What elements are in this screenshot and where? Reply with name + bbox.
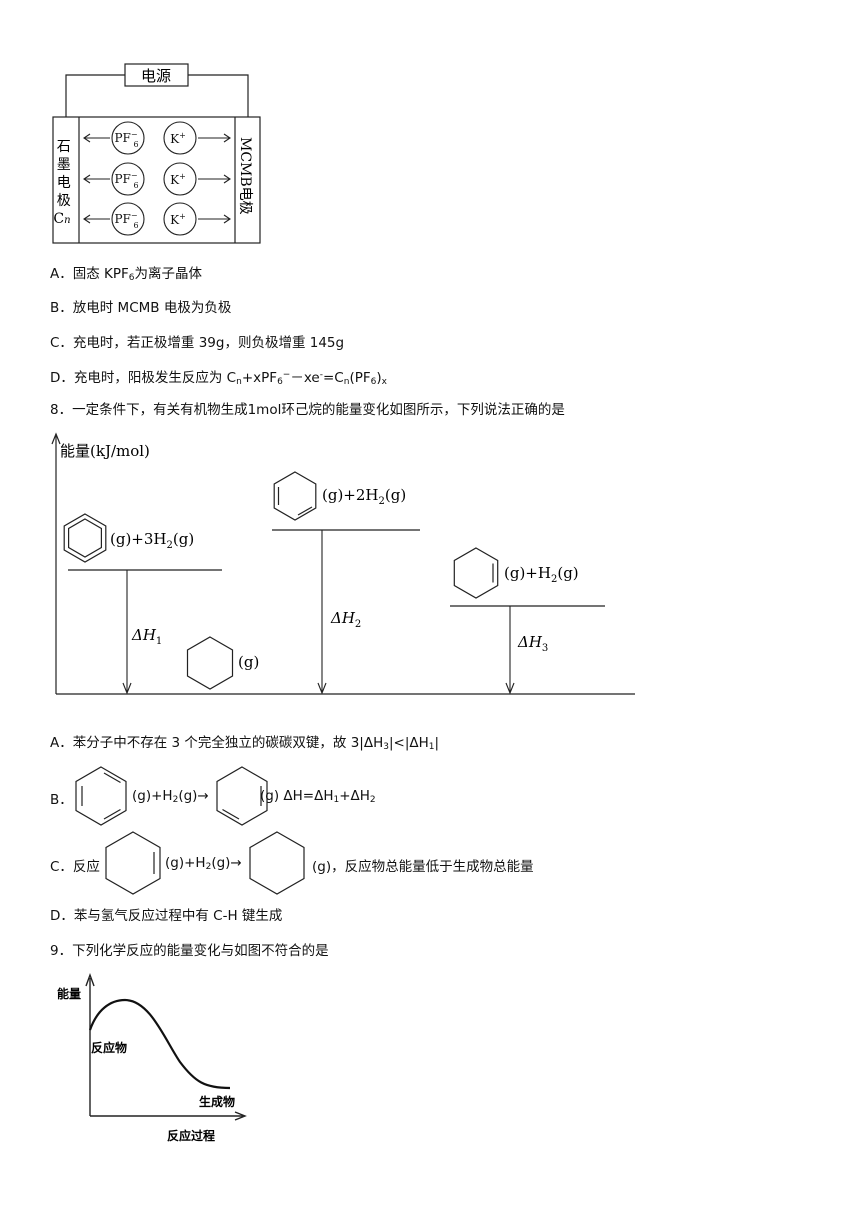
q8-stem: 8．一定条件下，有关有机物生成1mol环己烷的能量变化如图所示，下列说法正确的是 [50, 402, 565, 418]
svg-text:PF−: PF− [114, 171, 137, 186]
battery-diagram: 电源 石 墨 电 极 Cn MCMB电极 PF− 6 K+ PF− 6 K+ [52, 63, 261, 244]
q9-stem: 9．下列化学反应的能量变化与如图不符合的是 [50, 943, 329, 959]
svg-text:(g)+H2(g): (g)+H2(g) [504, 564, 579, 585]
ion-rows [83, 121, 231, 236]
cell-outline [52, 116, 261, 244]
svg-text:PF−: PF− [114, 211, 137, 226]
energy-curve [88, 998, 231, 1090]
svg-text:ΔH2: ΔH2 [330, 609, 361, 630]
q8-option-b-cyclohexadiene [216, 766, 268, 826]
svg-text:ΔH3: ΔH3 [517, 633, 548, 654]
mcmb-label: MCMB电极 [237, 137, 253, 215]
svg-text:能量: 能量 [57, 986, 81, 1001]
benzene-molecule [63, 513, 107, 563]
cyclohexane-molecule [186, 636, 234, 690]
svg-text:(g): (g) [238, 653, 259, 671]
power-source-box [124, 63, 189, 87]
svg-text:PF−: PF− [114, 130, 137, 145]
q8-option-b-tail: (g) ΔH=ΔH1+ΔH2 [260, 788, 376, 805]
svg-text:6: 6 [133, 181, 138, 190]
svg-text:ΔH1: ΔH1 [131, 626, 162, 647]
q7-option-b: B．放电时 MCMB 电极为负极 [50, 300, 232, 316]
energy-level-diagram: 能量(kJ/mol) (g)+3H2(g) ΔH1 (g) (g)+2H2(g)… [51, 432, 635, 695]
svg-text:(g)+3H2(g): (g)+3H2(g) [110, 530, 194, 551]
svg-text:K+: K+ [170, 172, 186, 187]
graphite-label: 石 墨 电 极 Cn [53, 139, 75, 227]
q8-option-c-tail: (g)，反应物总能量低于生成物总能量 [312, 859, 534, 875]
q8-option-b-label: B． [50, 792, 73, 808]
q7-option-d: D．充电时，阳极发生反应为 Cn+xPF6−－xe-=Cn(PF6)x [50, 370, 387, 387]
svg-text:K+: K+ [170, 131, 186, 146]
q8-option-c-label: C．反应 [50, 859, 100, 875]
q7-option-c: C．充电时，若正极增重 39g，则负极增重 145g [50, 335, 345, 351]
cyclohexene-molecule [453, 547, 499, 599]
q8-option-c-mid: (g)+H2(g)→ [165, 855, 242, 872]
svg-text:反应过程: 反应过程 [167, 1128, 215, 1143]
svg-text:(g)+2H2(g): (g)+2H2(g) [322, 486, 406, 507]
svg-text:6: 6 [133, 140, 138, 149]
svg-text:K+: K+ [170, 212, 186, 227]
svg-text:反应物: 反应物 [91, 1040, 127, 1055]
q8-option-c-cyclohexane [249, 831, 305, 895]
power-source-label: 电源 [141, 67, 171, 85]
q8-option-c-cyclohexene [105, 831, 161, 895]
cyclohexadiene-molecule [273, 471, 317, 521]
energy-axis-label: 能量(kJ/mol) [60, 442, 150, 460]
q8-option-b-benzene [75, 766, 127, 826]
q8-option-d: D．苯与氢气反应过程中有 C-H 键生成 [50, 908, 283, 924]
reaction-energy-curve: 能量 反应物 生成物 反应过程 [57, 972, 247, 1143]
q7-option-a: A．固态 KPF6为离子晶体 [50, 266, 203, 283]
svg-text:生成物: 生成物 [199, 1094, 235, 1109]
q8-option-a: A．苯分子中不存在 3 个完全独立的碳碳双键，故 3|ΔH3|<|ΔH1| [50, 735, 440, 752]
ion-labels: PF− 6 K+ PF− 6 K+ PF− 6 K+ [114, 130, 185, 230]
q8-option-b-mid: (g)+H2(g)→ [132, 788, 209, 805]
svg-text:6: 6 [133, 221, 138, 230]
